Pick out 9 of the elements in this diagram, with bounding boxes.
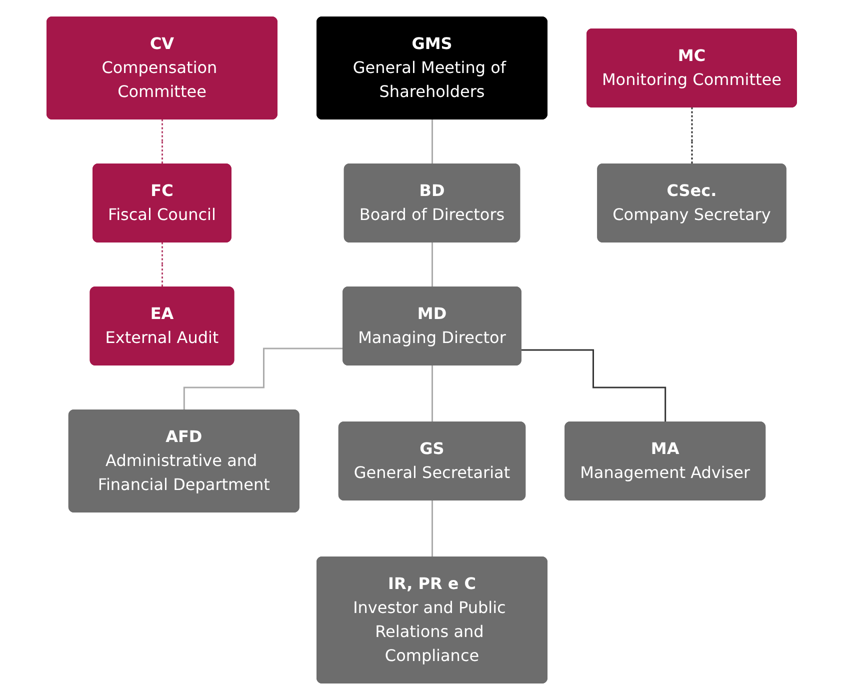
connector	[161, 118, 163, 166]
connector	[161, 242, 163, 288]
connector	[691, 106, 693, 166]
connector	[431, 118, 433, 166]
connector	[183, 348, 344, 412]
connector	[431, 500, 433, 558]
connector	[431, 364, 433, 424]
connector	[521, 349, 666, 424]
connector	[431, 242, 433, 288]
